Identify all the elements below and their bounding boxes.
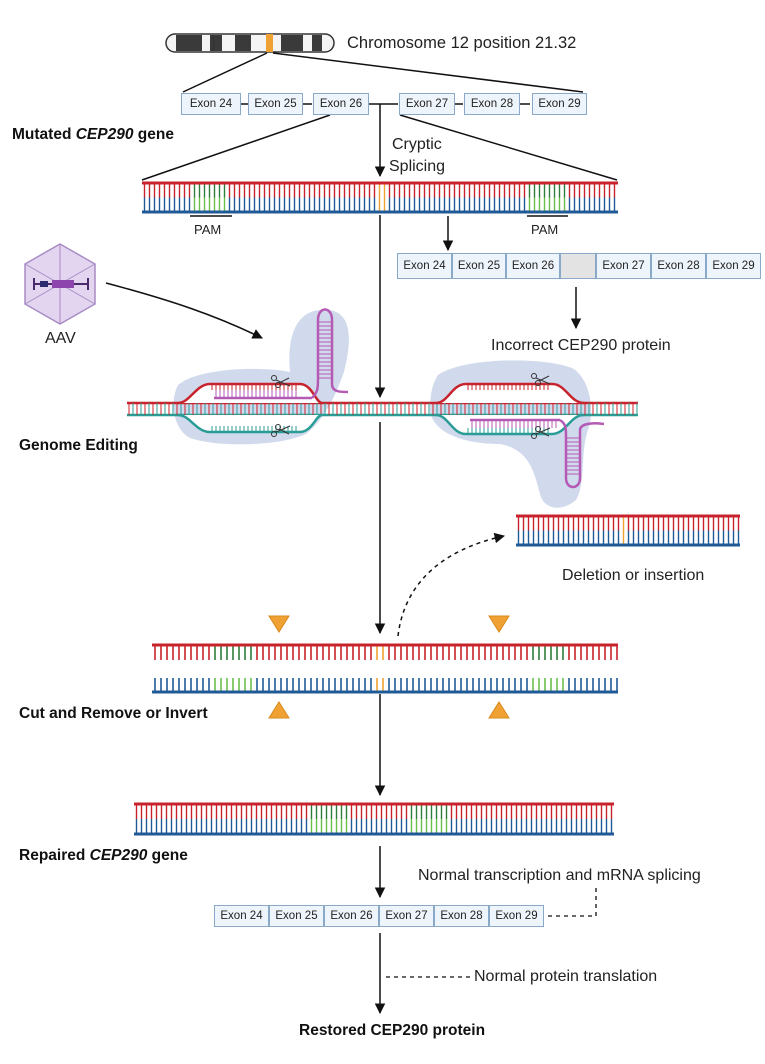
pam-label-left: PAM [194, 222, 222, 237]
cut-marker-top-right [488, 615, 510, 633]
dashed-arrow-deletion [397, 532, 506, 637]
mutated-gene-label: Mutated CEP290 gene [12, 126, 174, 144]
chromosome-ideogram [165, 33, 335, 53]
exon-box: Exon 24 [214, 905, 269, 927]
incorrect-protein-label: Incorrect CEP290 protein [491, 337, 671, 354]
aav-capsid-icon [24, 243, 96, 325]
exon-box: Exon 26 [313, 93, 369, 115]
scissors-icon [271, 424, 291, 437]
deletion-label: Deletion or insertion [562, 567, 705, 584]
exon-box: Exon 28 [464, 93, 520, 115]
exon-box: Exon 25 [248, 93, 303, 115]
pam-label-right: PAM [531, 222, 559, 237]
zoom-lines-top [141, 52, 618, 181]
bubble-left-top [177, 382, 323, 405]
cut-marker-bottom-right [488, 701, 510, 719]
restored-protein-label: Restored CEP290 protein [299, 1022, 486, 1039]
arrow-aav-to-editing [105, 282, 263, 339]
scissors-icon [271, 375, 291, 388]
exon-box: Exon 25 [452, 253, 506, 279]
gene-name: CEP290 [89, 847, 148, 864]
guide-hairpin-right [559, 418, 605, 489]
exon-box: Exon 28 [434, 905, 489, 927]
dashed-line-transcription [548, 888, 597, 917]
exon-box: Exon 25 [269, 905, 324, 927]
aav-label: AAV [45, 330, 76, 347]
bubble-left-bottom [177, 413, 323, 434]
cryptic-exon-box [560, 253, 596, 279]
repaired-prefix: Repaired [19, 847, 90, 864]
bubble-right-top [435, 382, 585, 405]
gene-name: CEP290 [75, 126, 134, 143]
cryptic-label: Cryptic [392, 136, 442, 153]
mutated-prefix: Mutated [12, 126, 76, 143]
gene-suffix: gene [147, 847, 188, 864]
bubble-right-bottom [435, 413, 585, 436]
chromosome-label: Chromosome 12 position 21.32 [347, 34, 577, 52]
dna-layer [127, 181, 740, 836]
exon-box: Exon 26 [324, 905, 379, 927]
normal-translation-label: Normal protein translation [474, 968, 658, 985]
exon-box: Exon 27 [596, 253, 651, 279]
exon-box: Exon 26 [506, 253, 560, 279]
scissors-icon [531, 426, 551, 439]
guide-hairpin-left [311, 308, 349, 399]
exon-box: Exon 24 [397, 253, 452, 279]
cut-remove-label: Cut and Remove or Invert [19, 705, 208, 722]
exon-box: Exon 29 [489, 905, 544, 927]
cut-marker-bottom-left [268, 701, 290, 719]
normal-transcription-label: Normal transcription and mRNA splicing [418, 867, 701, 884]
scissors-icon [531, 373, 551, 386]
exon-row-gene: Exon 24 Exon 25 Exon 26 Exon 27 Exon 28 Exon … [181, 93, 587, 115]
cut-marker-top-left [268, 615, 290, 633]
genome-editing-label: Genome Editing [19, 437, 138, 454]
exon-box: Exon 24 [181, 93, 241, 115]
exon-box: Exon 27 [379, 905, 434, 927]
gene-suffix: gene [133, 126, 174, 143]
exon-box: Exon 28 [651, 253, 706, 279]
repaired-gene-label: Repaired CEP290 gene [19, 847, 188, 865]
exon-box: Exon 29 [532, 93, 587, 115]
splicing-label: Splicing [389, 158, 446, 175]
exon-box: Exon 27 [399, 93, 455, 115]
exon-box: Exon 29 [706, 253, 761, 279]
